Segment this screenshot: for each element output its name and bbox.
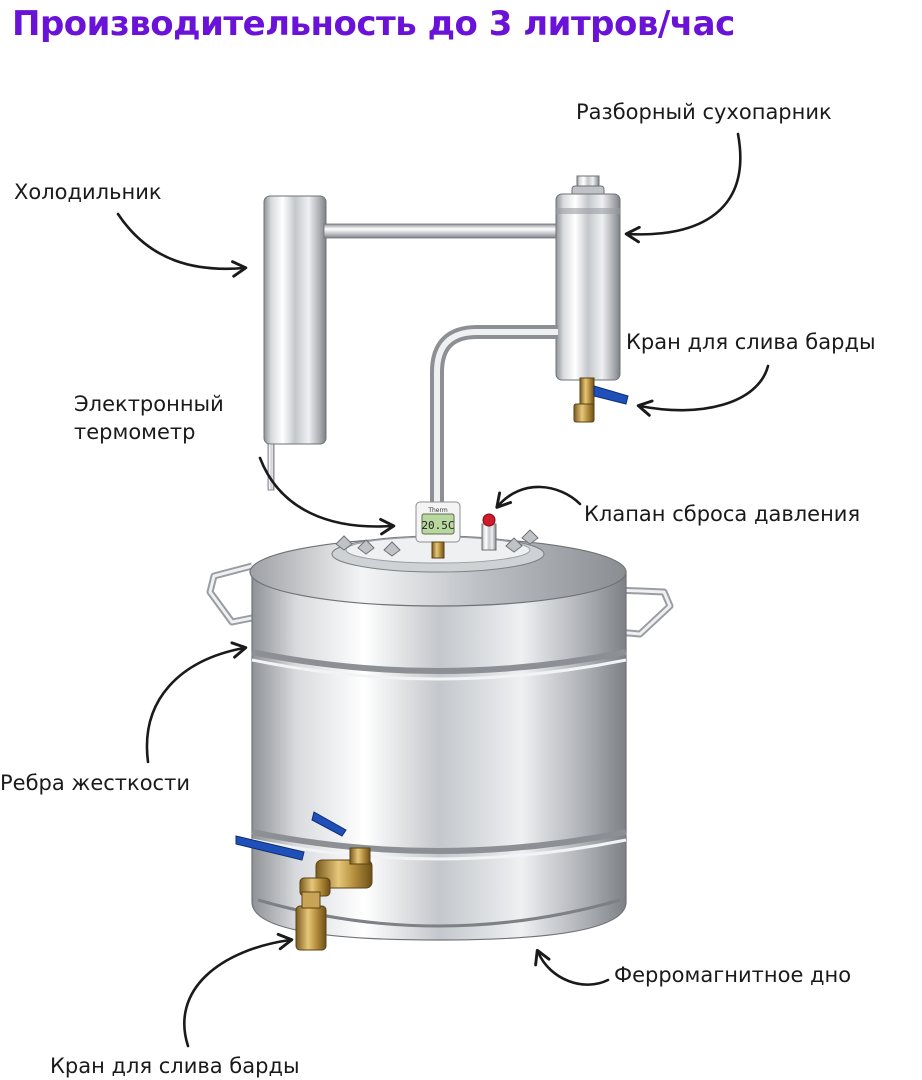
page-title: Производительность до 3 литров/час [12,4,735,44]
label-thermometer-line2: термометр [74,420,196,444]
dry-steamer [555,175,621,381]
connecting-pipe-top [323,223,559,239]
arrow-condenser [116,212,248,278]
arrow-ribs [145,641,248,764]
vapor-tube [430,325,558,512]
thermometer-brand: Therm [427,507,448,514]
tank-drain-tap [235,811,373,951]
label-condenser: Холодильник [14,180,162,204]
condenser-column [263,195,327,491]
arrow-drain-tap-top [636,364,770,417]
label-thermometer: Электронный термометр [74,390,224,446]
label-dry-steamer: Разборный сухопарник [576,100,832,124]
label-relief-valve: Клапан сброса давления [584,502,861,526]
arrow-dry-steamer [624,132,742,244]
label-ribs: Ребра жесткости [0,771,190,795]
thermometer-reading: 20.5C [421,519,454,532]
label-ferro-bottom: Ферромагнитное дно [614,963,852,987]
tank-body [251,571,627,941]
arrow-thermometer [258,456,396,536]
arrow-drain-tap-bottom [183,932,294,1048]
arrow-ferro-bottom [534,948,610,986]
dry-steamer-drain-tap [573,377,629,423]
label-thermometer-line1: Электронный [74,392,224,416]
label-drain-tap-bottom: Кран для слива барды [50,1054,300,1078]
arrow-relief-valve [495,485,582,509]
pressure-relief-valve [481,513,497,551]
electronic-thermometer: Therm 20.5C [415,501,461,559]
label-drain-tap-top: Кран для слива барды [626,330,876,354]
tank-handle-left [206,562,253,626]
